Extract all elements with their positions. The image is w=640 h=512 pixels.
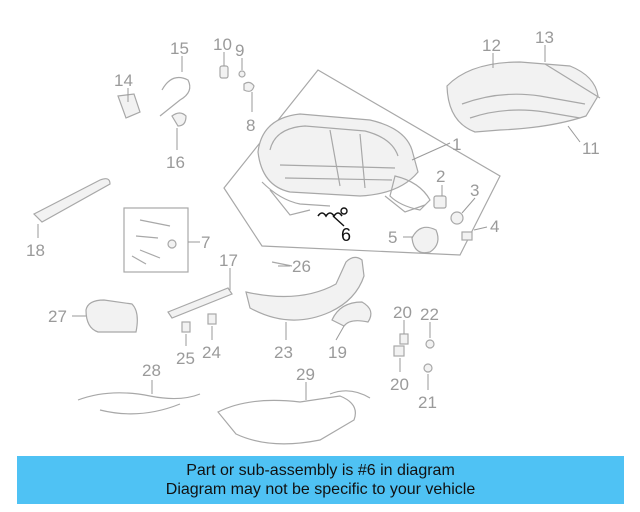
part-6-drawing [317,207,348,218]
info-banner: Part or sub-assembly is #6 in diagram Di… [17,456,624,504]
callout-24: 24 [202,343,221,362]
banner-line-1: Part or sub-assembly is #6 in diagram [186,462,455,479]
part-7-hardware [131,219,177,265]
seat-frame-drawing [257,113,431,216]
small-parts-8-10 [219,65,255,92]
callout-28: 28 [142,361,161,380]
callout-21: 21 [418,393,437,412]
part-18-rail [32,178,111,223]
callout-6: 6 [341,225,351,245]
callout-14: 14 [114,71,133,90]
seat-frame-panel [223,69,501,256]
callout-13: 13 [535,28,554,47]
parts-28-29 [77,390,371,445]
callout-23: 23 [274,343,293,362]
callout-12: 12 [482,36,501,55]
parts-diagram: 6 [26,28,601,445]
callout-27: 27 [48,307,67,326]
callout-20a: 20 [393,303,412,322]
callout-19: 19 [328,343,347,362]
banner-line-2: Diagram may not be specific to your vehi… [165,481,476,498]
parts-20-22 [393,333,435,373]
callout-7: 7 [201,233,210,252]
callout-5: 5 [388,228,397,247]
callout-15: 15 [170,39,189,58]
callout-4: 4 [490,217,499,236]
callout-26: 26 [292,257,311,276]
callout-17: 17 [219,251,238,270]
callout-18: 18 [26,241,45,260]
callout-16: 16 [166,153,185,172]
parts-17-24-26 [167,261,293,333]
callout-10: 10 [213,35,232,54]
callout-20b: 20 [390,375,409,394]
parts-14-16 [117,77,191,127]
callout-9: 9 [235,41,244,60]
callout-8: 8 [246,116,255,135]
callout-3: 3 [470,181,479,200]
part-7-box [123,207,189,273]
callout-25: 25 [176,349,195,368]
seat-cushion-drawing [446,61,601,133]
part-27-armrest [85,299,138,333]
hardware-2-5 [411,195,473,254]
callout-29: 29 [296,365,315,384]
parts-19-23 [245,256,372,327]
callout-1: 1 [452,135,461,154]
callout-2: 2 [436,167,445,186]
callout-22: 22 [420,305,439,324]
callout-11: 11 [582,139,600,158]
